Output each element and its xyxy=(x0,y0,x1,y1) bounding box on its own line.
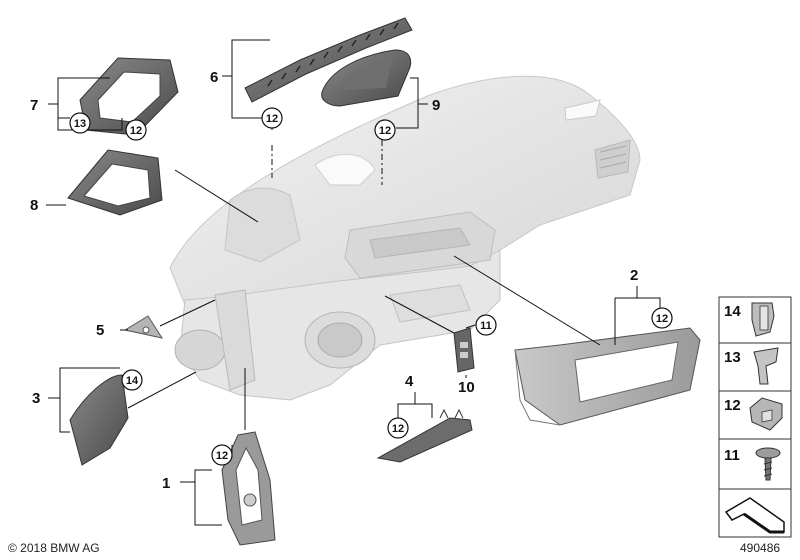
callout-8: 8 xyxy=(30,197,38,214)
legend-num-14: 14 xyxy=(724,303,741,320)
wedge-marker-icon xyxy=(724,497,785,534)
part-9-speaker-cover xyxy=(321,49,412,107)
ref-2-clip: 12 xyxy=(656,313,668,325)
callout-1: 1 xyxy=(162,475,170,492)
ref-4-clip: 12 xyxy=(392,423,404,435)
spring-clip-icon xyxy=(753,347,779,385)
part-10-switch xyxy=(453,327,475,373)
callout-labels: 6 7 8 9 5 3 1 4 10 2 xyxy=(30,69,638,492)
copyright-text: © 2018 BMW AG xyxy=(8,541,100,555)
ref-7-clip-a: 13 xyxy=(74,118,86,130)
screw-icon xyxy=(755,447,781,481)
callout-9: 9 xyxy=(432,97,440,114)
ref-6-clip: 12 xyxy=(266,113,278,125)
callout-2: 2 xyxy=(630,267,638,284)
legend-num-12: 12 xyxy=(724,397,741,414)
circled-ref-numbers: 12 13 12 12 14 12 12 11 12 xyxy=(74,113,668,462)
part-2-decor-trim xyxy=(514,327,701,426)
part-6-defroster-vent xyxy=(244,17,413,103)
part-8-bezel xyxy=(67,149,163,216)
legend-num-11: 11 xyxy=(724,447,740,464)
part-5-bracket xyxy=(123,315,164,339)
part-7-display-trim xyxy=(79,57,179,136)
callout-7: 7 xyxy=(30,97,38,114)
part-3-side-cover xyxy=(69,374,129,466)
callout-10: 10 xyxy=(458,379,475,396)
callout-5: 5 xyxy=(96,322,104,339)
legend-panel: 14 13 12 11 xyxy=(718,296,792,538)
callout-6: 6 xyxy=(210,69,218,86)
ref-1-clip: 12 xyxy=(216,450,228,462)
dashboard-body xyxy=(169,75,641,401)
expanding-clip-icon xyxy=(749,397,783,431)
diagram-id: 490486 xyxy=(740,541,781,555)
circled-refs xyxy=(69,107,673,466)
ref-3-clip: 14 xyxy=(126,375,139,387)
part-1-center-trim xyxy=(221,431,276,546)
ref-7-clip-b: 12 xyxy=(130,125,142,137)
ref-9-clip: 12 xyxy=(379,125,391,137)
ref-10-screw: 11 xyxy=(480,320,492,332)
legend-num-13: 13 xyxy=(724,349,741,366)
part-4-cover-panel xyxy=(376,408,473,463)
callout-4: 4 xyxy=(405,373,414,390)
callout-3: 3 xyxy=(32,390,40,407)
leader-lines xyxy=(46,39,661,526)
clip-nut-icon xyxy=(751,302,775,337)
